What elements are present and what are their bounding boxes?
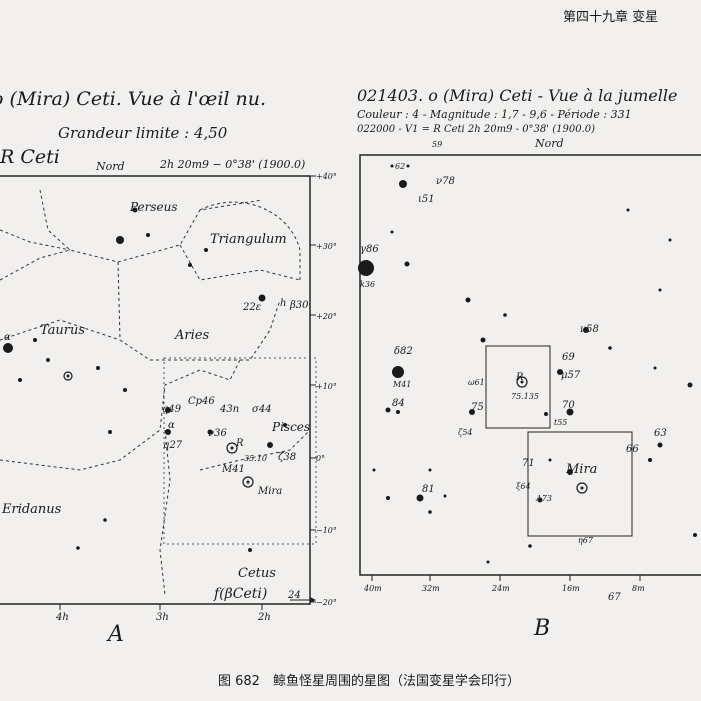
chart-a-label-43n: 43n: [220, 404, 240, 415]
chart-b-label-75: 75: [471, 402, 484, 413]
chart-b-label-k36: k36: [360, 280, 376, 289]
page-header: 第四十九章 变星: [563, 10, 659, 25]
chart-a-label-v36: ν36: [208, 428, 227, 439]
chart-b-label-u57: μ57: [561, 370, 581, 381]
chart-b-label-84: 84: [392, 398, 405, 409]
chart-b-label-59: 59: [432, 140, 443, 149]
chart-b-label-d82: δ82: [394, 346, 413, 357]
chart-b-ra-24m: 24m: [492, 584, 510, 593]
chart-b-label-66: 66: [626, 444, 639, 455]
dec-tick-minus10: −10°: [316, 526, 337, 535]
chart-b-label-v78: ν78: [436, 176, 455, 187]
constellation-eridanus: Eridanus: [2, 502, 62, 517]
chart-b-comparison-line: 022000 - V1 = R Ceti 2h 20m9 - 0°38' (19…: [357, 124, 595, 135]
chart-b-color-mag-period: Couleur : 4 - Magnitude : 1,7 - 9,6 - Pé…: [357, 108, 632, 121]
dec-tick-minus20: −20°: [316, 598, 337, 607]
chart-b-map: [358, 154, 701, 581]
chart-a-panel-letter: A: [108, 622, 124, 647]
chart-b-ra-16m: 16m: [562, 584, 580, 593]
chart-b-label-69: 69: [562, 352, 575, 363]
chart-b-label-z54: ζ54: [458, 428, 473, 437]
chart-b-label-a73: A73: [536, 494, 552, 503]
chart-b-label-63: 63: [654, 428, 667, 439]
chart-a-scale-label: 24: [288, 590, 301, 601]
dec-tick-10: +10°: [316, 382, 337, 391]
ra-tick-4h: 4h: [56, 612, 69, 623]
chart-b-label-71: 71: [522, 458, 535, 469]
chart-a-detail-box: [163, 357, 317, 545]
constellation-aries: Aries: [175, 328, 210, 343]
chart-b-frame: [359, 154, 701, 576]
chart-b-r-box: [485, 345, 551, 429]
chart-a-magnitude-limit: Grandeur limite : 4,50: [58, 124, 228, 142]
chart-b-label-g86: γ86: [360, 244, 379, 255]
chart-a-label-beta-ceti: f(βCeti): [214, 586, 268, 602]
dec-tick-20: +20°: [316, 312, 337, 321]
chart-b-label-t55: t55: [554, 418, 568, 427]
chart-b-label-m41: M41: [393, 380, 412, 389]
constellation-pisces: Pisces: [272, 420, 311, 434]
chart-a-label-z38: ζ38: [278, 452, 297, 463]
constellation-cetus: Cetus: [238, 566, 276, 581]
chart-b-r-label: R: [516, 372, 524, 383]
dec-tick-40: +40°: [316, 172, 337, 181]
chart-a-coordinates: 2h 20m9 − 0°38' (1900.0): [160, 158, 306, 171]
chart-b-ra-40m: 40m: [364, 584, 382, 593]
chart-a-frame: [0, 175, 311, 605]
chart-b-r-number: 75.135: [511, 392, 539, 401]
chart-a-label-s44: σ44: [252, 404, 272, 415]
figure-caption: 图 682 鲸鱼怪星周围的星图（法国变星学会印行）: [218, 674, 520, 689]
chart-b-label-i51: ι51: [418, 194, 435, 205]
chart-a-label-22e: 22ε: [243, 302, 262, 313]
chart-a-label-alpha-aries: α: [168, 420, 175, 431]
chart-b-north-label: Nord: [535, 137, 564, 150]
chart-a-label-alpha-taurus: α: [4, 332, 11, 343]
chart-b-label-81: 81: [422, 484, 435, 495]
constellation-triangulum: Triangulum: [210, 232, 287, 247]
chart-a-map: [0, 175, 317, 610]
constellation-taurus: Taurus: [40, 323, 86, 338]
chart-b-label-62: 62: [395, 162, 406, 171]
chart-a-star-name: R Ceti: [0, 146, 60, 168]
chart-b-label-eta67: η67: [578, 536, 593, 545]
chart-a-label-mira: Mira: [258, 486, 283, 497]
chart-a-label-h: h: [280, 298, 287, 309]
chart-a-label-b30: β30: [290, 300, 309, 311]
chart-b-label-v58: ν58: [580, 324, 599, 335]
chart-a-label-cp46: Cp46: [188, 396, 215, 407]
chart-b-mira-label: Mira: [566, 462, 598, 477]
chart-b-mira-box: [527, 431, 633, 537]
chart-b-label-70: 70: [562, 400, 575, 411]
ra-tick-2h: 2h: [258, 612, 271, 623]
chart-a-label-q49: q49: [162, 404, 182, 415]
chart-b-panel-letter: B: [534, 616, 551, 641]
chart-b-label-x64: ξ64: [516, 482, 531, 491]
chart-a-label-3510: 35.10: [244, 454, 267, 463]
dec-tick-0: 0°: [316, 454, 326, 463]
chart-b-label-67-bottom: 67: [608, 592, 621, 603]
chart-a-label-q27: q27: [163, 440, 183, 451]
chart-b-ra-32m: 32m: [422, 584, 440, 593]
chart-a-label-r: R: [236, 438, 244, 449]
chart-b-label-w61: ω61: [468, 378, 485, 387]
chart-a-north-label: Nord: [96, 160, 125, 173]
ra-tick-3h: 3h: [156, 612, 169, 623]
chart-a-title: o (Mira) Ceti. Vue à l'œil nu.: [0, 88, 267, 110]
dec-tick-30: +30°: [316, 242, 337, 251]
chart-b-id-line: 021403. o (Mira) Ceti - Vue à la jumelle: [357, 86, 678, 105]
constellation-perseus: Perseus: [130, 200, 178, 214]
chart-b-ra-8m: 8m: [632, 584, 645, 593]
chart-a-label-m41: M41: [222, 464, 245, 475]
